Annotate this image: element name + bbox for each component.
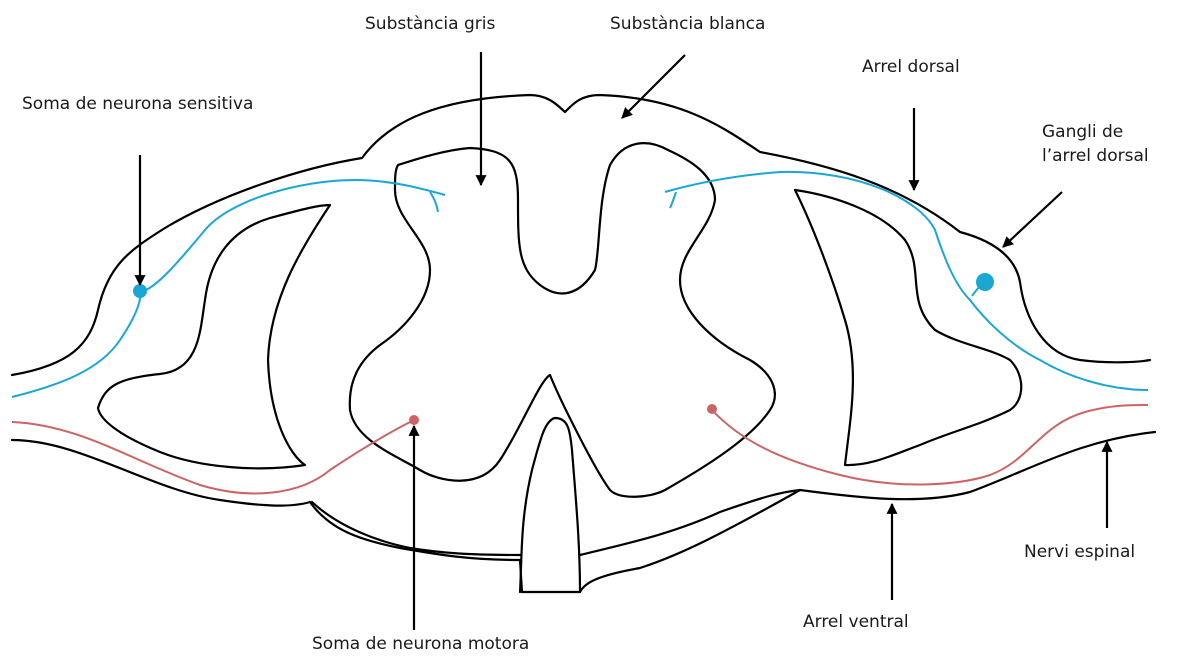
left-inner-region — [98, 205, 330, 468]
arrow-white-matter — [622, 55, 685, 118]
label-ganglion: Gangli de l’arrel dorsal — [1042, 120, 1182, 168]
motor-soma-right — [707, 404, 717, 414]
label-dorsal-root: Arrel dorsal — [862, 55, 960, 79]
sensory-soma-ganglion — [976, 273, 994, 291]
motor-soma-left — [409, 415, 419, 425]
sensory-neuron-right-axon — [665, 172, 1148, 390]
white-matter-outline-bottom — [12, 432, 1155, 592]
ventral-root-left-edge — [312, 502, 520, 555]
label-ganglion-line2: l’arrel dorsal — [1042, 144, 1182, 168]
sensory-neuron-right-branch — [670, 192, 676, 208]
sensory-neuron-branch-left — [430, 192, 438, 212]
motor-neuron-axon-right — [712, 405, 1148, 484]
sensory-neuron-axon — [12, 180, 445, 397]
label-gray-matter: Substància gris — [365, 12, 495, 36]
label-white-matter: Substància blanca — [610, 12, 765, 36]
label-ventral-root: Arrel ventral — [803, 610, 909, 634]
label-motor-soma: Soma de neurona motora — [312, 632, 529, 656]
anterior-median-fissure — [520, 418, 580, 592]
white-matter-outline — [12, 95, 1150, 375]
right-inner-region — [795, 190, 1021, 465]
label-spinal-nerve: Nervi espinal — [1024, 540, 1135, 564]
sensory-soma-left — [133, 284, 147, 298]
arrow-ganglion — [1003, 192, 1062, 247]
ventral-root-right-edge — [580, 490, 800, 555]
label-sensory-soma: Soma de neurona sensitiva — [22, 92, 253, 116]
label-ganglion-line1: Gangli de — [1042, 120, 1182, 144]
motor-neuron-axon-left — [12, 420, 414, 493]
